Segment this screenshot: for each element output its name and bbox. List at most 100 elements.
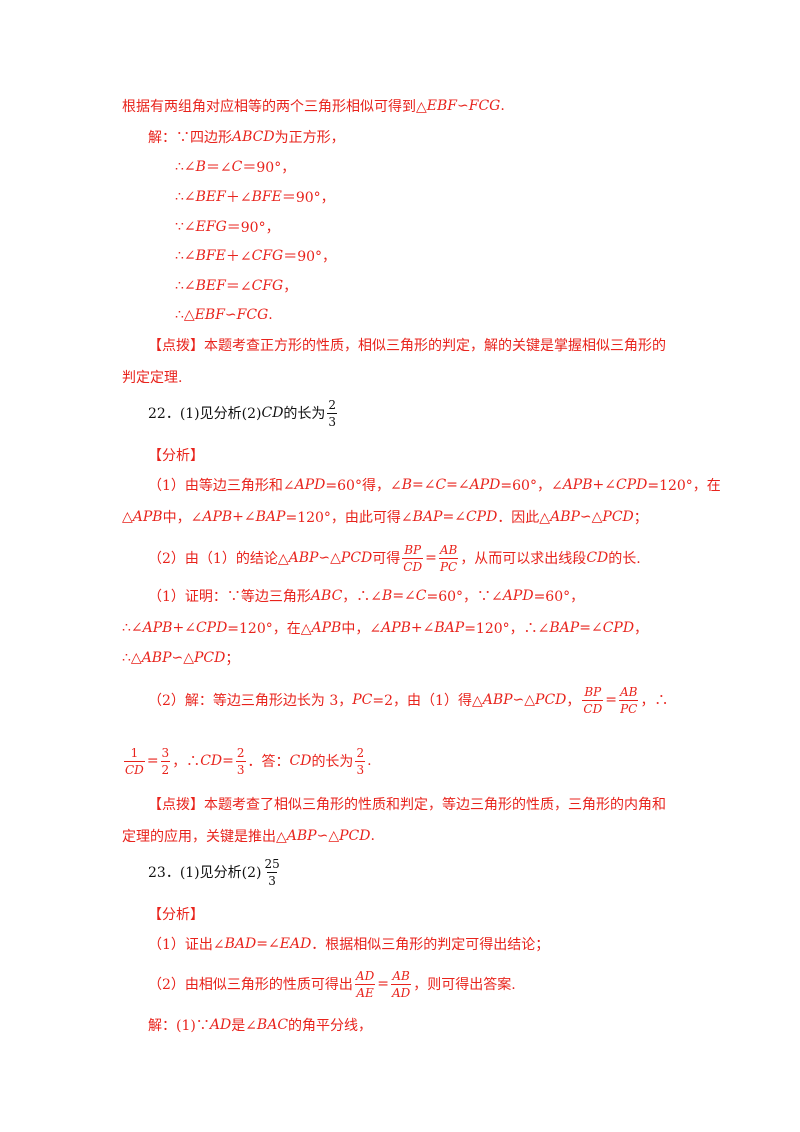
math-variable: APB [311, 620, 342, 636]
text-line-13: （1）由等边三角形和∠APD=60°得，∠B=∠C=∠APD=60°，∠APB+… [148, 470, 721, 500]
math-variable: B [195, 159, 206, 175]
text-line-6: ∴∠BFE＋∠CFG＝90°， [175, 241, 336, 271]
text-segment: =2，由（1）得△ [372, 693, 483, 709]
math-variable: C [415, 588, 427, 604]
math-variable: AD [209, 1017, 232, 1033]
text-segment: 【点拨】本题考查了相似三角形的性质和判定，等边三角形的性质，三角形的内角和 [148, 797, 666, 813]
text-segment: = [605, 692, 617, 708]
math-variable: CPD [195, 620, 228, 636]
math-variable: FCG [236, 307, 269, 323]
text-segment: +∠ [232, 509, 256, 525]
text-segment: +∠ [172, 620, 196, 636]
text-segment: ∴∠ [175, 248, 196, 264]
math-variable: FCG [468, 98, 501, 114]
math-variable: B [401, 477, 412, 493]
math-variable: CD [586, 550, 609, 566]
math-variable: CFG [251, 248, 284, 264]
text-segment: ； [225, 651, 240, 667]
text-segment: 23．(1)见分析(2) [148, 865, 262, 881]
fraction-numerator: AD [355, 968, 375, 983]
text-segment: =∠ [256, 936, 280, 952]
math-variable: BFE [251, 189, 282, 205]
text-segment: ．答： [247, 754, 290, 770]
math-variable: ABCD [232, 129, 275, 145]
text-segment: +∠ [410, 620, 435, 636]
text-segment: =120°，∴∠ [464, 621, 550, 637]
math-variable: BAD [224, 936, 257, 952]
math-variable: BAP [412, 509, 443, 525]
fraction-numerator: 2 [356, 745, 365, 760]
text-line-18: ∴△ABP∽△PCD； [122, 643, 239, 673]
text-segment: ∽△ [316, 828, 340, 844]
text-segment: = [222, 753, 234, 769]
text-segment: =∠ [442, 509, 466, 525]
text-line-8: ∴△EBF∽FCG. [175, 300, 273, 330]
text-line-27: 解：(1)∵AD 是∠BAC 的角平分线， [148, 1010, 372, 1040]
text-segment: ，∴ [172, 754, 201, 770]
text-segment: ＝90°， [281, 190, 335, 206]
text-segment: 为正方形， [274, 130, 345, 146]
math-variable: CFG [251, 278, 284, 294]
text-segment: ，则可得出答案. [413, 977, 516, 993]
text-segment: . [367, 753, 372, 769]
text-segment: =120°，在 [647, 478, 721, 494]
text-segment: 的长. [608, 551, 641, 567]
text-segment: ， [566, 693, 581, 709]
math-variable: EBF [194, 307, 225, 323]
fraction-denominator: AE [355, 983, 375, 1000]
math-variable: ABP [482, 692, 513, 708]
text-line-7: ∴∠BEF＝∠CFG， [175, 271, 297, 301]
math-variable: C [231, 159, 243, 175]
math-variable: BEF [195, 189, 226, 205]
text-segment: = [377, 976, 389, 992]
fraction-denominator: CD [582, 699, 604, 716]
text-segment: 根据有两组角对应相等的两个三角形相似可得到△ [122, 99, 427, 115]
text-segment: =∠ [392, 588, 416, 604]
fraction-numerator: AB [392, 968, 410, 983]
math-variable: PCD [339, 828, 371, 844]
math-variable: APB [132, 509, 163, 525]
text-line-22: 定理的应用，关键是推出△ABP∽△PCD. [122, 821, 375, 851]
text-segment: 定理的应用，关键是推出△ [122, 829, 287, 845]
text-segment: ， [634, 621, 649, 637]
text-segment: . [268, 307, 273, 323]
text-segment: =60°， [533, 589, 585, 605]
math-variable: PC [352, 692, 373, 708]
fraction-denominator: 3 [235, 760, 246, 777]
math-variable: CD [289, 753, 312, 769]
text-segment: ∴∠ [175, 278, 196, 294]
math-variable: ABP [286, 828, 317, 844]
math-variable: CD [261, 405, 284, 421]
text-segment: =120°，由此可得∠ [285, 510, 413, 526]
math-variable: EAD [279, 936, 312, 952]
math-variable: APB [202, 509, 233, 525]
text-segment: 可得 [372, 551, 401, 567]
fraction-numerator: 2 [236, 745, 245, 760]
text-segment: ＝90°， [283, 249, 337, 265]
math-variable: BFE [195, 248, 226, 264]
math-variable: APD [502, 588, 534, 604]
text-segment: ＋∠ [225, 249, 252, 265]
fraction-numerator: AB [439, 542, 458, 557]
text-segment: =60°，∠ [500, 478, 563, 494]
math-variable: PCD [602, 509, 634, 525]
math-variable: ABP [550, 509, 580, 525]
fraction-denominator: 3 [267, 871, 277, 888]
math-variable: PCD [340, 550, 373, 566]
fraction-denominator: CD [124, 760, 145, 777]
text-line-14: △APB 中，∠APB+∠BAP=120°，由此可得∠BAP=∠CPD．因此△A… [122, 502, 648, 532]
text-segment: =∠ [579, 620, 603, 636]
math-variable: CPD [602, 620, 635, 636]
text-segment: +∠ [592, 477, 616, 493]
text-segment: 中，∠ [162, 510, 203, 526]
text-segment: ∽△ [171, 650, 195, 666]
